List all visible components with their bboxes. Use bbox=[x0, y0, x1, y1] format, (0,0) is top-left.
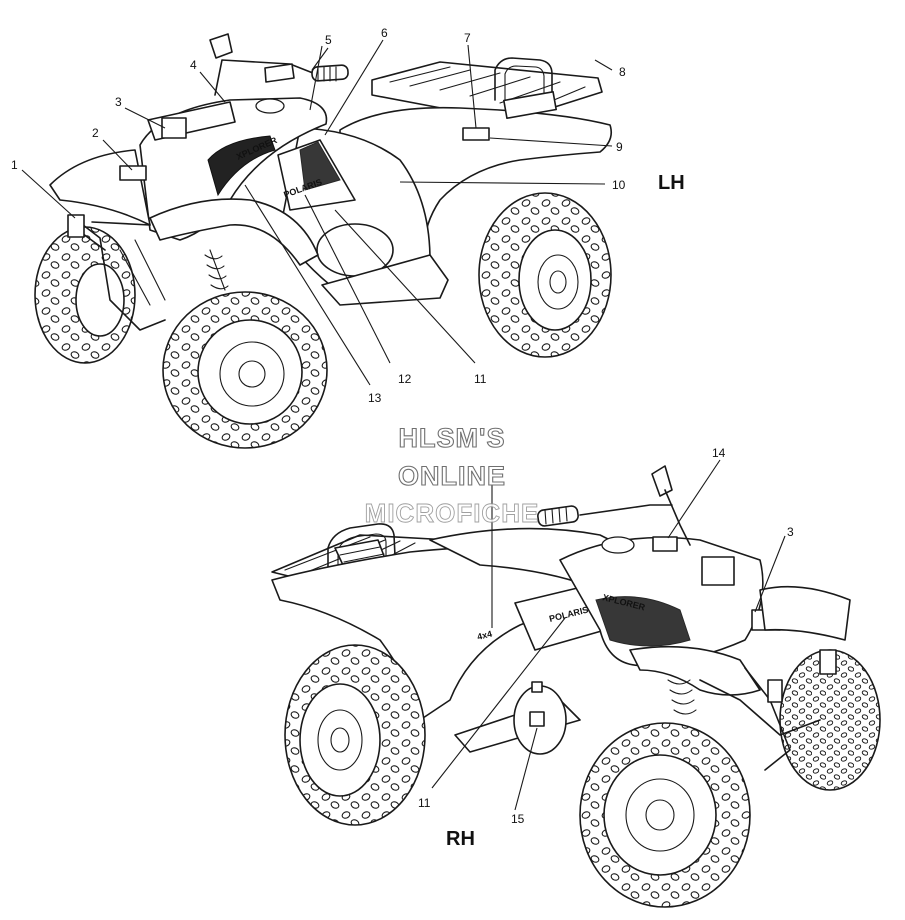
lh-front-suspension bbox=[67, 214, 229, 331]
callout-4: 4 bbox=[190, 58, 197, 72]
callout-2: 2 bbox=[92, 126, 99, 140]
rh-handlebars bbox=[537, 465, 691, 546]
rh-rear-tire bbox=[284, 644, 426, 826]
callout-12: 12 bbox=[398, 372, 412, 386]
rh-body: XPLORER bbox=[429, 527, 851, 696]
rh-callout-lines bbox=[431, 459, 786, 811]
lh-callout-lines bbox=[21, 39, 613, 386]
rh-footrest bbox=[454, 681, 581, 755]
rh-suspension bbox=[667, 649, 837, 771]
lh-decal-7-rect bbox=[462, 127, 490, 141]
lh-callout-numbers: 1 2 3 4 5 6 7 8 9 10 11 12 13 bbox=[11, 26, 626, 405]
callout-15: 15 bbox=[511, 812, 525, 826]
callout-11: 11 bbox=[474, 372, 487, 386]
callout-14: 14 bbox=[712, 446, 726, 460]
callout-9: 9 bbox=[616, 140, 623, 154]
callout-3: 3 bbox=[115, 95, 122, 109]
callout-7: 7 bbox=[464, 31, 471, 45]
lh-front-body: XPLORER bbox=[49, 97, 328, 266]
watermark: HLSM'S ONLINE MICROFICHE bbox=[364, 422, 540, 528]
rh-decal-15-rect bbox=[529, 711, 545, 727]
rh-4x4-decal: 4x4 bbox=[476, 629, 493, 642]
lh-body-side: POLARIS bbox=[277, 127, 449, 306]
lh-front-far-tire bbox=[34, 226, 136, 364]
watermark-line-2: ONLINE bbox=[398, 461, 506, 491]
callout-10: 10 bbox=[612, 178, 626, 192]
rh-rear-fender: 4x4 POLARIS bbox=[271, 546, 606, 721]
lh-decal-2-rect bbox=[119, 165, 147, 181]
lh-instrument-pod bbox=[161, 117, 187, 139]
callout-5: 5 bbox=[325, 33, 332, 47]
rh-front-near-tire bbox=[579, 722, 751, 908]
rh-fuel-cap bbox=[601, 536, 635, 554]
lh-front-fender bbox=[49, 149, 151, 226]
lh-fuel-cap bbox=[255, 98, 285, 114]
callout-3-rh: 3 bbox=[787, 525, 794, 539]
watermark-line-3: MICROFICHE bbox=[365, 498, 540, 528]
callout-11-rh: 11 bbox=[418, 796, 431, 810]
lh-view-label: LH bbox=[658, 172, 685, 194]
rh-atv: 4x4 POLARIS XPLORER bbox=[271, 465, 881, 908]
lh-rear-tire bbox=[478, 192, 612, 358]
lh-front-near-tire bbox=[162, 291, 328, 449]
rh-front-fender bbox=[759, 585, 851, 641]
rh-instrument-pod bbox=[701, 556, 735, 586]
callout-8: 8 bbox=[619, 65, 626, 79]
rh-decal-14-rect bbox=[652, 536, 678, 552]
rh-view-label: RH bbox=[446, 828, 475, 850]
rh-callout-numbers: 14 3 11 15 bbox=[418, 446, 794, 826]
lh-decal-8-rect bbox=[503, 90, 557, 120]
lh-atv: 4x4 POLARIS XPLORER bbox=[34, 33, 613, 449]
callout-1: 1 bbox=[11, 158, 18, 172]
lh-footrest bbox=[321, 254, 449, 306]
watermark-line-1: HLSM'S bbox=[399, 423, 506, 453]
callout-13: 13 bbox=[368, 391, 382, 405]
callout-6: 6 bbox=[381, 26, 388, 40]
lh-handlebars bbox=[209, 33, 349, 96]
